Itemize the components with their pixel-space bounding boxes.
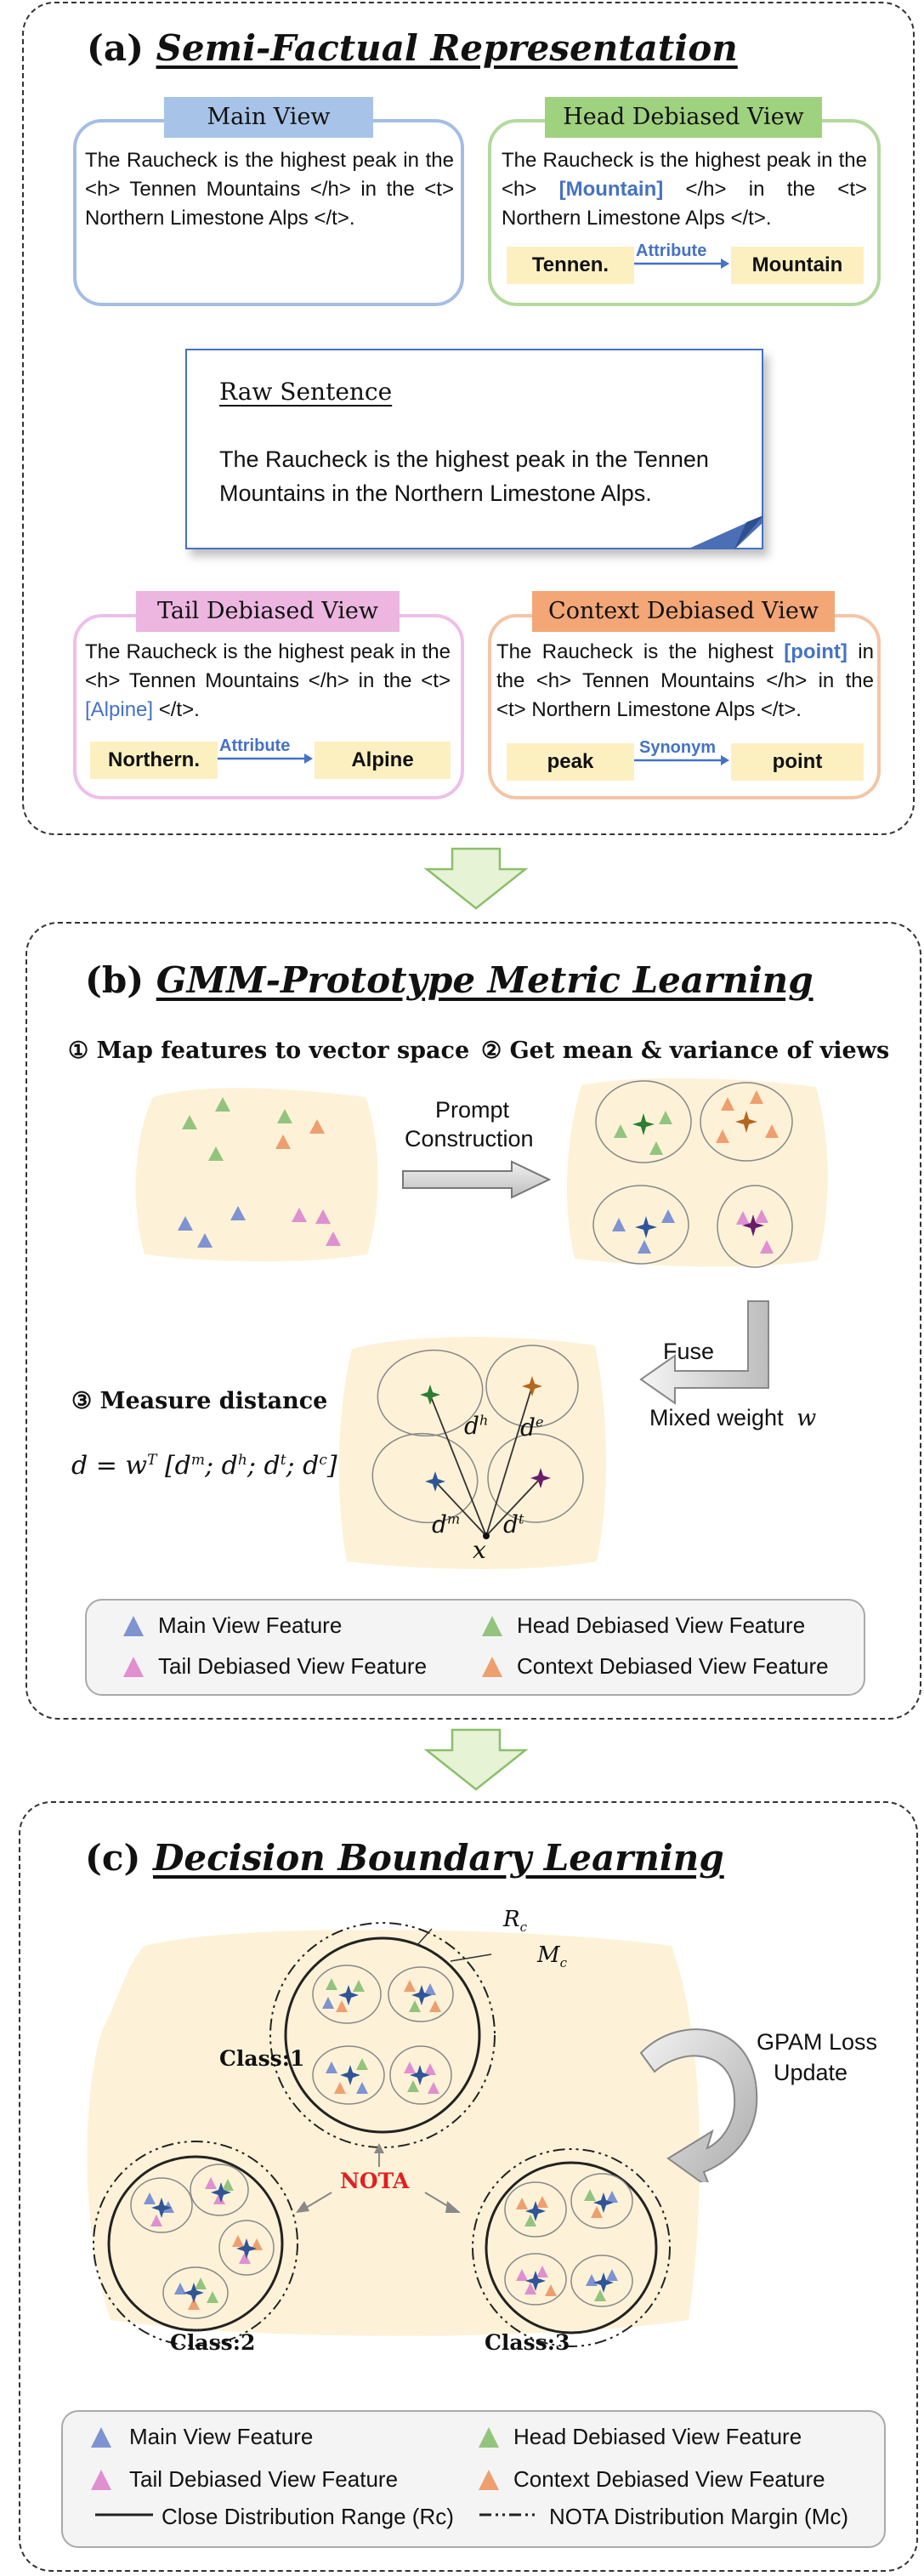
- view-distribution-cloud: [566, 1078, 828, 1268]
- head-chip-right: Mountain: [731, 247, 864, 284]
- panel-a-title: (a) Semi-Factual Representation: [87, 27, 738, 69]
- legend-c-main-label: Main View Feature: [129, 2424, 314, 2449]
- context-relation-label: Synonym: [639, 738, 717, 757]
- down-arrow-b-c: [423, 1728, 529, 1791]
- legend-b-tail-icon: [123, 1657, 144, 1677]
- legend-b-context-label: Context Debiased View Feature: [517, 1653, 829, 1679]
- tail-view-header: Tail Debiased View: [136, 591, 400, 632]
- context-chip-right: point: [731, 743, 864, 781]
- legend-b-main-label: Main View Feature: [158, 1612, 343, 1638]
- context-view-header: Context Debiased View: [532, 591, 835, 632]
- head-view-header: Head Debiased View: [545, 97, 822, 138]
- legend-c-close-range-label: Close Distribution Range (Rc): [162, 2504, 454, 2529]
- feature-space-triangles: [178, 1097, 341, 1248]
- panel-b-title: (b) GMM-Prototype Metric Learning: [85, 959, 813, 1001]
- main-view-header: Main View: [164, 97, 373, 138]
- tail-relation-label: Attribute: [219, 736, 291, 755]
- mixed-weight-label: Mixed weight w: [649, 1405, 817, 1431]
- legend-b-head-label: Head Debiased View Feature: [517, 1612, 806, 1638]
- raw-sentence-box: [185, 349, 763, 549]
- main-view-text: The Raucheck is the highest peak in the …: [85, 149, 454, 230]
- raw-sentence-title: Raw Sentence: [219, 378, 393, 406]
- gpam-loss-arrow: [639, 2028, 758, 2182]
- legend-c-solid-line-icon: [95, 2513, 153, 2516]
- tail-view-text: The Raucheck is the highest peak in the …: [85, 640, 451, 721]
- context-chip-left: peak: [507, 743, 634, 781]
- legend-c-tail-label: Tail Debiased View Feature: [129, 2466, 399, 2492]
- legend-c-head-icon: [479, 2427, 499, 2448]
- legend-c-context-icon: [479, 2470, 499, 2490]
- gpam-loss-line1: GPAM Loss: [757, 2029, 878, 2055]
- dm-label: dm: [432, 1510, 461, 1538]
- tail-relation-arrow: [218, 753, 313, 764]
- class3-label: Class:3: [485, 2330, 570, 2355]
- panel-b-legend: [85, 1599, 865, 1696]
- legend-b-main-icon: [123, 1616, 144, 1636]
- panel-c-title: (c) Decision Boundary Learning: [85, 1837, 724, 1879]
- legend-c-dashdot-line-icon: [479, 2513, 537, 2516]
- fuse-label: Fuse: [663, 1339, 715, 1364]
- distance-formula: d = wT [dm; dh; dt; dc]: [71, 1451, 337, 1481]
- raw-sentence-page-curl: [687, 515, 763, 549]
- step1-label: ① Map features to vector space: [68, 1038, 470, 1064]
- fuse-arrow: [639, 1300, 769, 1405]
- tail-chip-left: Northern.: [90, 742, 218, 779]
- rc-label: Rc: [503, 1907, 527, 1936]
- de-label: de: [520, 1413, 544, 1442]
- dh-label: dh: [464, 1412, 489, 1440]
- prompt-construction-line2: Construction: [405, 1126, 534, 1152]
- head-relation-arrow: [634, 259, 729, 269]
- tail-chip-right: Alpine: [315, 742, 451, 779]
- prompt-construction-line1: Prompt: [435, 1097, 510, 1123]
- nota-label: NOTA: [340, 2169, 410, 2193]
- class2-label: Class:2: [170, 2330, 256, 2355]
- legend-c-head-label: Head Debiased View Feature: [513, 2424, 802, 2449]
- legend-c-main-icon: [91, 2427, 111, 2448]
- legend-b-context-icon: [482, 1657, 502, 1677]
- panel-b: [26, 922, 921, 1720]
- panel-a: [22, 2, 915, 835]
- legend-c-nota-margin-label: NOTA Distribution Margin (Mc): [549, 2504, 849, 2529]
- down-arrow-a-b: [423, 847, 529, 910]
- head-chip-left: Tennen.: [507, 247, 634, 284]
- context-view-text: The Raucheck is the highest [point] in t…: [496, 640, 874, 721]
- dt-label: dt: [503, 1510, 524, 1538]
- panel-c-legend: [61, 2410, 886, 2548]
- step2-label: ② Get mean & variance of views: [481, 1038, 890, 1064]
- gpam-loss-line2: Update: [774, 2060, 848, 2085]
- mc-label: Mc: [537, 1942, 568, 1971]
- legend-c-tail-icon: [91, 2470, 111, 2490]
- x-point-label: x: [473, 1536, 486, 1564]
- distance-diagram: [338, 1337, 607, 1570]
- legend-b-head-icon: [482, 1616, 502, 1636]
- raw-sentence-text: The Raucheck is the highest peak in the …: [219, 446, 709, 506]
- legend-b-tail-label: Tail Debiased View Feature: [158, 1653, 428, 1679]
- decision-boundary-diagram: [87, 1922, 700, 2347]
- head-view-text: The Raucheck is the highest peak in the …: [502, 149, 867, 230]
- context-relation-arrow: [634, 755, 729, 765]
- prompt-construction-arrow: [402, 1160, 552, 1199]
- head-relation-label: Attribute: [636, 242, 707, 260]
- legend-c-context-label: Context Debiased View Feature: [513, 2466, 825, 2492]
- step3-label: ③ Measure distance: [71, 1388, 328, 1414]
- panel-c: [19, 1801, 918, 2572]
- class1-label: Class:1: [219, 2046, 305, 2071]
